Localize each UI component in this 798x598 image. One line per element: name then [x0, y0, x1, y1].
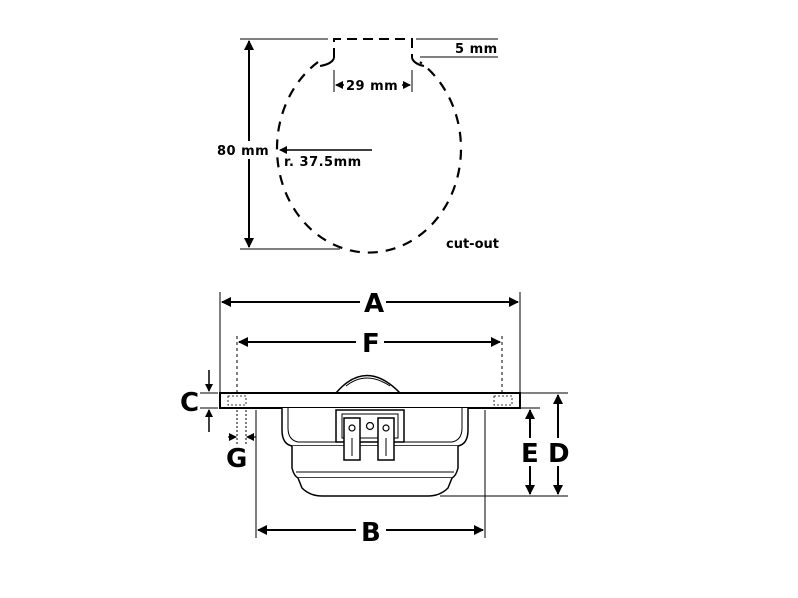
cutout-notch	[333, 38, 413, 58]
speaker-magnet-bottom	[297, 477, 453, 497]
speaker-mounting-plate	[219, 392, 521, 409]
cutout-template: 80 mm 5 mm 29 mm r. 37.5mm cut-out	[216, 38, 499, 254]
speaker-dome	[335, 374, 401, 394]
terminal-center-screw	[365, 421, 375, 431]
dim-f-label: F	[362, 329, 380, 359]
cutout-circle-outline	[275, 61, 463, 254]
speaker-magnet	[291, 446, 459, 479]
terminal-block-inner	[341, 413, 399, 439]
dim-e-label: E	[521, 439, 539, 469]
dim-d-label: D	[548, 439, 570, 469]
cutout-height-label: 80 mm	[217, 144, 269, 159]
radius-label: r. 37.5mm	[284, 155, 362, 170]
speaker-side-view: A F C G B E D	[180, 289, 570, 548]
screw-hole-left	[227, 395, 247, 406]
cutout-caption: cut-out	[446, 237, 499, 252]
dim-c-label: C	[180, 388, 199, 418]
dim-a-label: A	[364, 289, 384, 319]
cutout-notch-left-curve	[319, 57, 335, 67]
cutout-notch-right-curve	[411, 57, 425, 67]
cutout-height-label-bg	[216, 141, 272, 159]
dim-b-label: B	[361, 518, 381, 548]
terminal-tab-right-hole	[382, 424, 390, 432]
screw-hole-right	[493, 395, 513, 406]
speaker-dome-highlight	[345, 377, 391, 387]
notch-width-label-bg	[344, 77, 402, 93]
terminal-tab-left-hole	[348, 424, 356, 432]
notch-width-label: 29 mm	[346, 79, 398, 94]
dim-g-label: G	[226, 444, 247, 474]
notch-height-label: 5 mm	[455, 42, 498, 57]
